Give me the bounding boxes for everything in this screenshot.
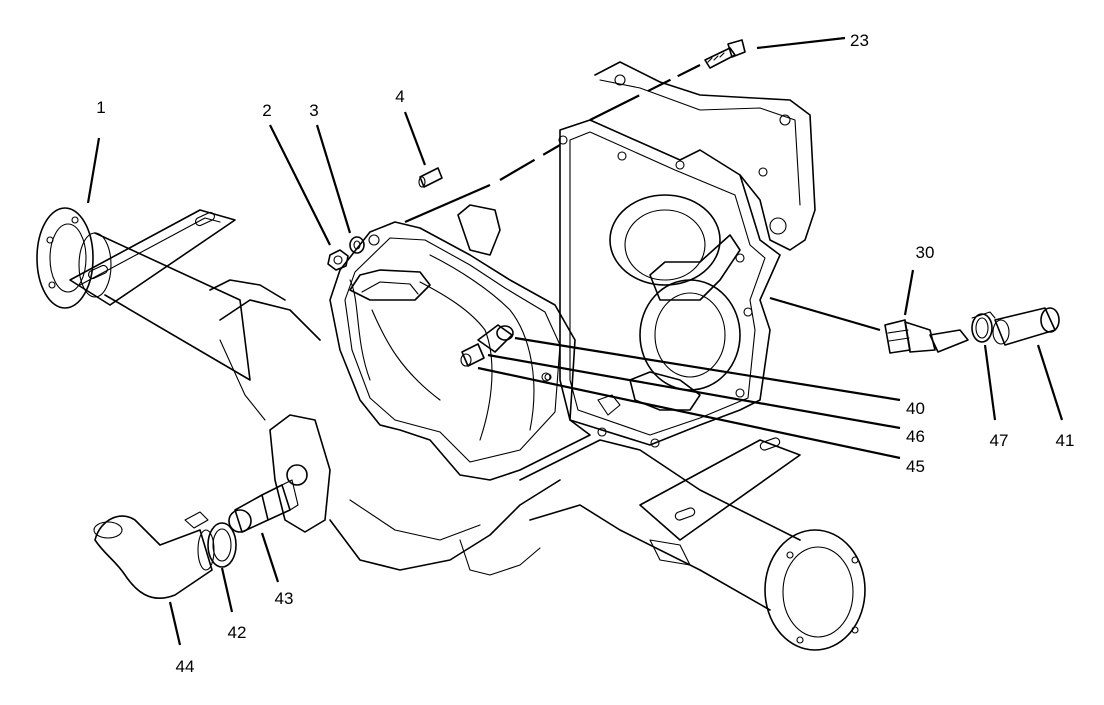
callout-23: 23	[850, 31, 869, 50]
callout-46: 46	[906, 427, 925, 446]
callout-41: 41	[1056, 431, 1075, 450]
rear-housing	[457, 61, 816, 448]
hose-part-44	[94, 515, 213, 600]
callout-30: 30	[916, 243, 935, 262]
leader-lines	[86, 36, 1064, 646]
callout-45: 45	[906, 457, 925, 476]
clamp-part-42	[207, 522, 237, 568]
callout-44: 44	[176, 657, 195, 676]
callout-3: 3	[309, 101, 318, 120]
callout-1: 1	[96, 98, 105, 117]
washer-part-3	[349, 236, 365, 254]
callout-43: 43	[275, 589, 294, 608]
left-axle-tube	[36, 207, 321, 421]
hose-part-41	[994, 307, 1056, 346]
callout-47: 47	[990, 431, 1009, 450]
callout-labels: 1 2 3 4 23 30 40 46 45 47 41 43 42 44	[96, 31, 1074, 676]
front-housing	[269, 221, 591, 576]
right-axle-tube	[519, 437, 866, 651]
fitting-part-46	[461, 343, 485, 367]
fitting-part-43	[234, 494, 269, 533]
callout-2: 2	[262, 101, 271, 120]
callout-4: 4	[395, 87, 404, 106]
clamp-part-47	[971, 313, 993, 343]
callout-42: 42	[228, 623, 247, 642]
pin-part-4	[419, 167, 443, 188]
callout-40: 40	[906, 399, 925, 418]
nut-part-2	[327, 249, 349, 271]
alignment-lines	[404, 64, 881, 332]
hardware	[93, 39, 1060, 600]
breather-part-40	[477, 324, 513, 353]
